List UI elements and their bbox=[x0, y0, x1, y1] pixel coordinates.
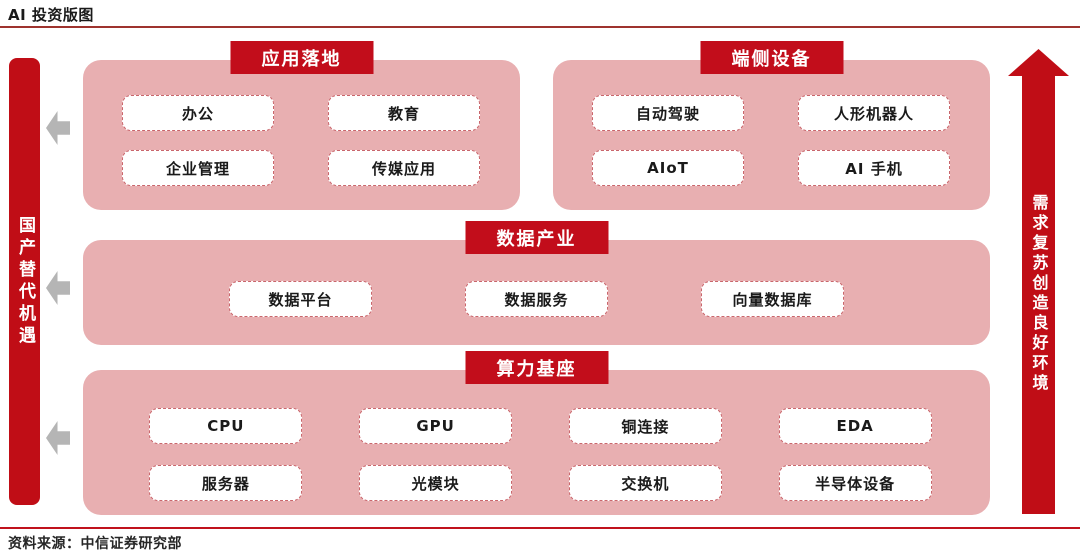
item-office: 办公 bbox=[122, 95, 274, 131]
panel-edge-devices-header: 端侧设备 bbox=[700, 41, 843, 74]
left-arrow-icon bbox=[46, 271, 70, 305]
panel-edge-devices: 端侧设备 自动驾驶 人形机器人 AIoT AI 手机 bbox=[553, 41, 990, 210]
item-switch: 交换机 bbox=[568, 465, 722, 501]
left-bar-label: 国产替代机遇 bbox=[15, 215, 35, 348]
item-aiot: AIoT bbox=[592, 150, 744, 186]
title-divider bbox=[0, 26, 1080, 28]
item-enterprise-management: 企业管理 bbox=[122, 150, 274, 186]
left-arrow-icon bbox=[46, 111, 70, 145]
right-bar-demand-recovery: 需求复苏创造良好环境 bbox=[1022, 74, 1055, 514]
right-bar-label: 需求复苏创造良好环境 bbox=[1029, 194, 1049, 394]
item-data-platform: 数据平台 bbox=[229, 281, 372, 317]
panel-edge-devices-items: 自动驾驶 人形机器人 AIoT AI 手机 bbox=[553, 60, 990, 210]
item-education: 教育 bbox=[328, 95, 480, 131]
panel-compute-base: 算力基座 CPU GPU 铜连接 EDA 服务器 光模块 交换机 半导体设备 bbox=[83, 351, 990, 515]
item-cpu: CPU bbox=[149, 408, 303, 444]
panel-data-industry: 数据产业 数据平台 数据服务 向量数据库 bbox=[83, 221, 990, 345]
item-semiconductor-equipment: 半导体设备 bbox=[778, 465, 932, 501]
left-bar-domestic-substitution: 国产替代机遇 bbox=[9, 58, 40, 505]
panel-data-industry-header: 数据产业 bbox=[465, 221, 608, 254]
item-autonomous-driving: 自动驾驶 bbox=[592, 95, 744, 131]
item-eda: EDA bbox=[778, 408, 932, 444]
item-optical-module: 光模块 bbox=[359, 465, 513, 501]
item-vector-database: 向量数据库 bbox=[701, 281, 844, 317]
panel-compute-base-items: CPU GPU 铜连接 EDA 服务器 光模块 交换机 半导体设备 bbox=[83, 370, 990, 515]
item-server: 服务器 bbox=[149, 465, 303, 501]
source-attribution: 资料来源：中信证券研究部 bbox=[8, 536, 182, 552]
panel-data-industry-items: 数据平台 数据服务 向量数据库 bbox=[83, 281, 990, 317]
left-arrow-icon bbox=[46, 421, 70, 455]
panel-application-items: 办公 教育 企业管理 传媒应用 bbox=[83, 60, 520, 210]
item-media-application: 传媒应用 bbox=[328, 150, 480, 186]
bottom-divider bbox=[0, 527, 1080, 529]
panel-compute-base-header: 算力基座 bbox=[465, 351, 608, 384]
panel-application: 应用落地 办公 教育 企业管理 传媒应用 bbox=[83, 41, 520, 210]
item-humanoid-robot: 人形机器人 bbox=[798, 95, 950, 131]
item-data-service: 数据服务 bbox=[465, 281, 608, 317]
page-title: AI 投资版图 bbox=[8, 6, 94, 24]
item-ai-phone: AI 手机 bbox=[798, 150, 950, 186]
panel-application-header: 应用落地 bbox=[230, 41, 373, 74]
up-arrow-icon bbox=[1008, 49, 1069, 76]
item-gpu: GPU bbox=[359, 408, 513, 444]
item-copper-connection: 铜连接 bbox=[568, 408, 722, 444]
